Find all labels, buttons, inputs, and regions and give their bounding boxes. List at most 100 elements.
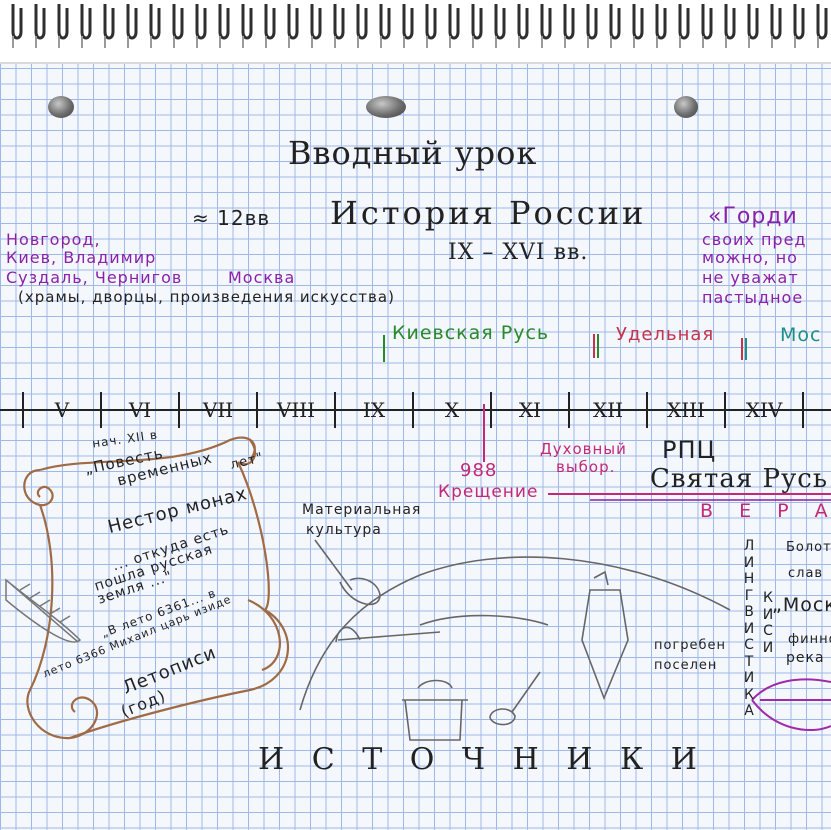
linguistics-letter: И [743, 670, 755, 686]
sword-sketch [299, 556, 731, 711]
spiral-coil [33, 2, 47, 48]
century-label: VIII [276, 398, 316, 422]
century-label: IX [362, 398, 386, 422]
word-4: финно- [788, 632, 831, 647]
word-5: река [786, 650, 825, 666]
spiral-coil [631, 2, 645, 48]
cities-line-4: (храмы, дворцы, произведения искусства) [18, 288, 395, 306]
word-2: слав [788, 566, 824, 581]
quill-pen [5, 578, 82, 643]
linguistics-letter: В [744, 604, 754, 620]
spiritual-choice-line-2: выбор. [556, 458, 616, 476]
spiral-coil [654, 2, 668, 48]
punch-hole-left [48, 96, 74, 118]
linguistics-letter: Н [743, 571, 755, 587]
linguistics-letter: Г [744, 587, 754, 604]
spiral-coil [194, 2, 208, 48]
ladle-sketch [489, 671, 541, 726]
spiral-coil [263, 2, 277, 48]
word-1: Болото [786, 540, 831, 555]
linguistics-letter: С [744, 637, 754, 653]
linguistics-letter: С [763, 623, 773, 639]
century-label: XIII [667, 398, 705, 422]
spiral-coil [677, 2, 691, 48]
spiral-coil [10, 2, 24, 48]
chronicle-scroll [23, 436, 290, 740]
century-label: XIV [745, 398, 783, 422]
spiral-coil [746, 2, 760, 48]
spiral-coil [79, 2, 93, 48]
faith-label: В Е Р А [700, 500, 831, 522]
century-label: X [444, 398, 460, 422]
material-line-2: культура [306, 522, 382, 538]
punch-hole-center [366, 96, 406, 118]
quote-line-2: своих пред [702, 230, 807, 249]
spiral-coil [125, 2, 139, 48]
century-label: XI [518, 398, 542, 422]
linguistics-letter: И [743, 554, 755, 571]
spiral-coil [56, 2, 70, 48]
burial-line-2: поселен [654, 658, 718, 673]
pot-lid-sketch [417, 679, 453, 689]
axe-sketch [314, 539, 381, 606]
spiral-coil [792, 2, 806, 48]
word-3: „Моск [772, 594, 831, 616]
spiral-coil [378, 2, 392, 48]
spiral-coil [447, 2, 461, 48]
cities-line-2: Киев, Владимир [6, 248, 157, 267]
cities-line-1: Новгород, [6, 230, 101, 249]
cities-line-3a: Суздаль, Чернигов [6, 268, 183, 287]
spiral-coil [171, 2, 185, 48]
page-title: Вводный урок [288, 134, 538, 172]
subject-note: ≈ 12вв [192, 206, 271, 230]
spiral-coil [516, 2, 530, 48]
spiral-coil [148, 2, 162, 48]
spiral-coil [585, 2, 599, 48]
page-top-margin [0, 0, 831, 62]
timeline-centuries: VVIVIIVIIIIXXXIXIIXIIIXIVX [0, 388, 831, 432]
spiral-coil [240, 2, 254, 48]
era-mos: Мос [780, 324, 822, 346]
spiral-coil [424, 2, 438, 48]
linguistics-letter: И [762, 639, 774, 656]
spiral-coil [562, 2, 576, 48]
pot-sketch [402, 699, 468, 741]
era-kiev: Киевская Русь [392, 322, 550, 344]
lips-drawing [751, 678, 831, 732]
holy-rus-label: Святая Русь [650, 464, 828, 494]
spiral-coil [102, 2, 116, 48]
spiral-coil [539, 2, 553, 48]
rpc-label: РПЦ [662, 436, 717, 464]
spiral-coil [493, 2, 507, 48]
spiral-coil [700, 2, 714, 48]
linguistics-letter: И [743, 620, 755, 637]
material-line-1: Материальная [302, 502, 422, 518]
page-top-edge [0, 62, 831, 64]
century-label: V [54, 398, 70, 422]
century-label: VI [128, 398, 152, 422]
subject-heading: История России [330, 194, 647, 232]
century-label: VII [202, 398, 234, 422]
spiritual-choice-line-1: Духовный [540, 440, 627, 458]
spiral-coil [815, 2, 829, 48]
linguistics-letter: Т [744, 653, 754, 670]
cities-line-3b: Москва [228, 268, 296, 287]
spiral-coil [286, 2, 300, 48]
quote-line-4: не уважат [702, 268, 799, 287]
sources-label: И С Т О Ч Н И К И [258, 742, 706, 777]
linguistics-letter: К [744, 686, 754, 703]
linguistics-letter: К [763, 590, 773, 606]
spear-sketch [335, 614, 549, 643]
quote-line-3: можно, но [702, 248, 798, 267]
burial-line-1: погребен [654, 638, 727, 653]
quote-line-1: «Горди [708, 204, 798, 229]
punch-hole-right [674, 96, 698, 118]
era-udel: Удельная [616, 324, 715, 345]
spiral-coil [355, 2, 369, 48]
linguistics-letter: А [744, 703, 754, 719]
quote-line-5: пастыдное [702, 288, 804, 307]
century-label: X [803, 388, 831, 432]
linguistics-letter: Л [743, 538, 755, 554]
